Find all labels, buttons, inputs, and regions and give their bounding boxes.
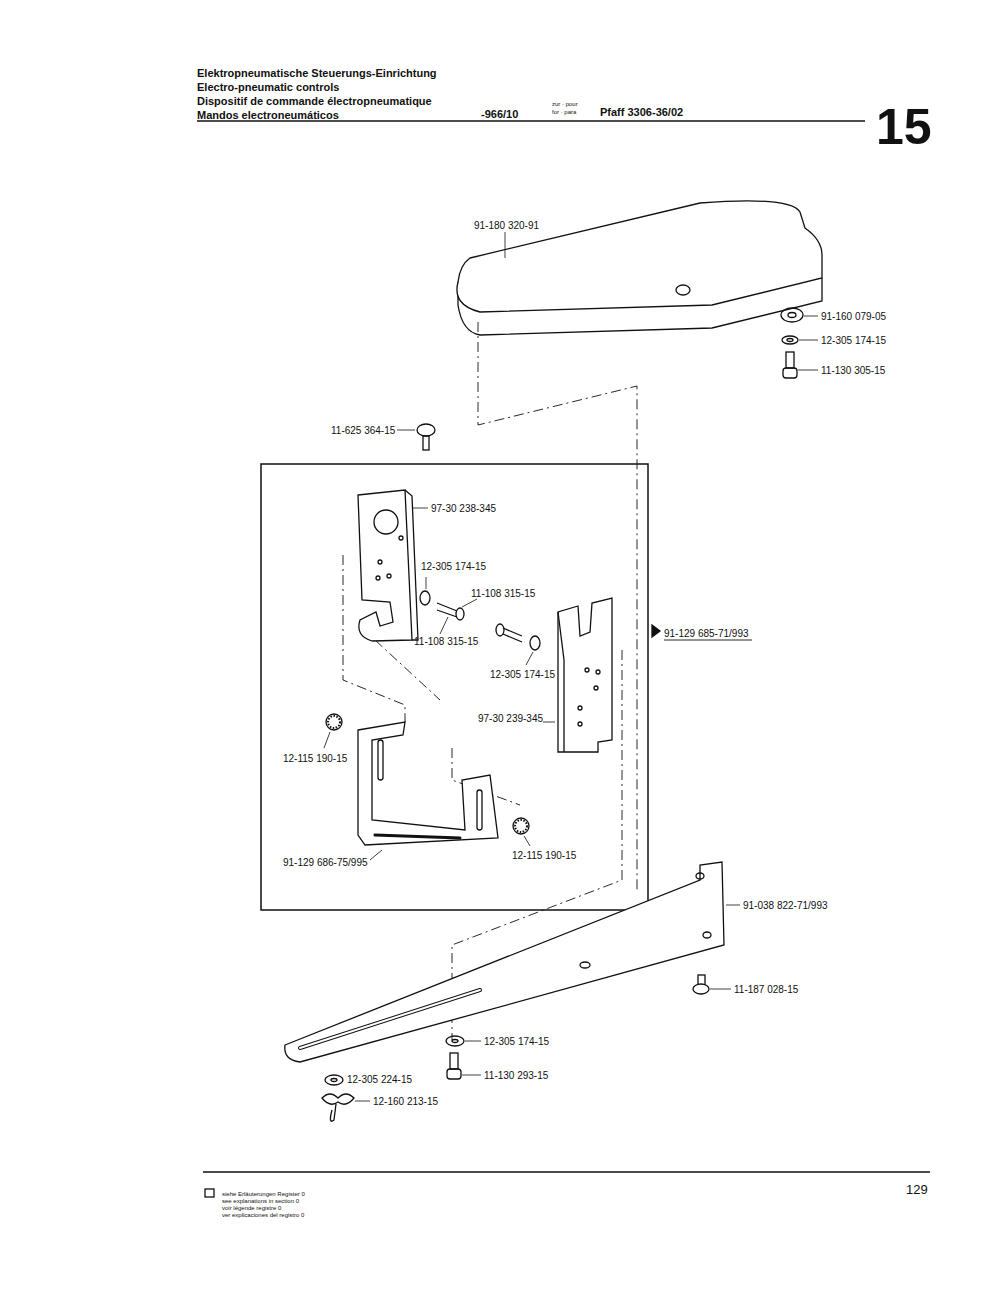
part-number: 11-625 364-15 [331, 426, 395, 436]
part-number: 91-129 686-75/995 [283, 858, 368, 868]
header-text: Mandos electroneumáticos [197, 110, 339, 121]
part-number: 12-305 174-15 [484, 1037, 549, 1047]
part-number: 12-115 190-15 [512, 851, 576, 861]
part-number: 12-305 224-15 [347, 1075, 412, 1085]
header-text: Pfaff 3306-36/02 [600, 107, 683, 118]
header-text: for · para [552, 109, 576, 115]
part-number: 12-115 190-15 [283, 754, 347, 764]
footer-text: voir légende registre 0 [222, 1205, 281, 1211]
page-title: Elektropneumatische Steuerungs-Einrichtu… [197, 68, 437, 79]
part-number: 97-30 239-345 [478, 714, 543, 724]
part-number: 11-130 293-15 [484, 1071, 548, 1081]
header-text: -966/10 [481, 109, 518, 120]
footer-text: see explanations in section 0 [222, 1198, 299, 1204]
part-number: 91-129 685-71/993 [664, 629, 749, 639]
part-number: 12-160 213-15 [373, 1097, 438, 1107]
part-number: 11-108 315-15 [471, 589, 535, 599]
header-text: 15 [876, 102, 932, 152]
part-number: 97-30 238-345 [431, 504, 496, 514]
footer-text: siehe Erläuterungen Register 0 [222, 1191, 305, 1197]
part-number: 91-038 822-71/993 [743, 901, 828, 911]
footer-text: ver explicaciones del registro 0 [222, 1212, 304, 1218]
part-number: 91-180 320-91 [474, 221, 539, 231]
header-text: zur · pour [552, 101, 578, 107]
part-number: 11-130 305-15 [821, 366, 885, 376]
part-number: 12-305 174-15 [421, 562, 486, 572]
part-number: 11-108 315-15 [414, 637, 478, 647]
part-number: 11-187 028-15 [734, 985, 798, 995]
header-text: Dispositif de commande électropneumatiqu… [197, 96, 432, 107]
part-number: 12-305 174-15 [490, 670, 555, 680]
header-text: Electro-pneumatic controls [197, 82, 339, 93]
footer-text: 129 [906, 1183, 928, 1196]
part-number: 91-160 079-05 [821, 312, 886, 322]
part-number: 12-305 174-15 [821, 336, 886, 346]
